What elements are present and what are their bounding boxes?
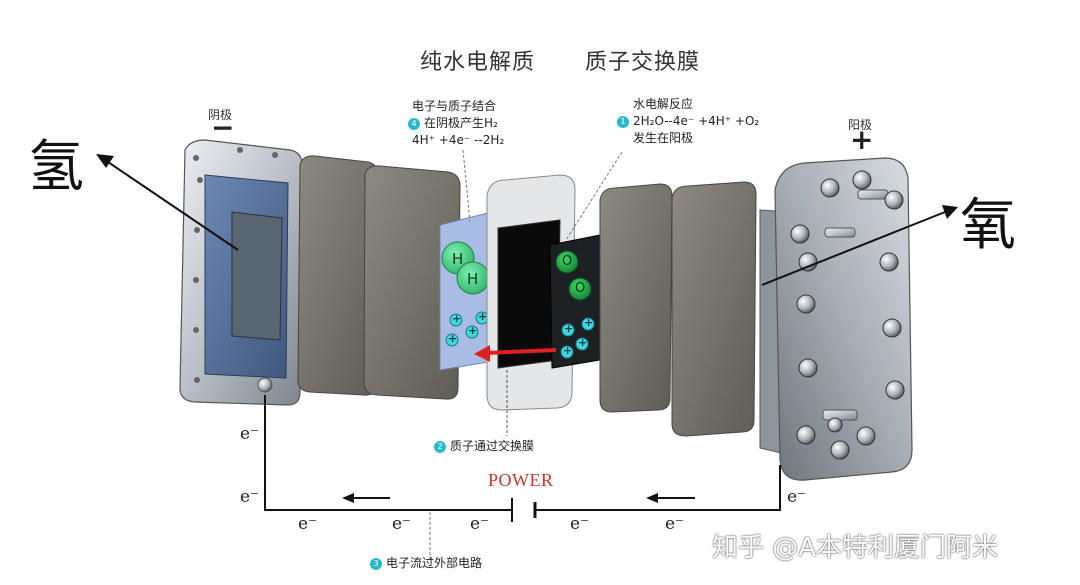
- cathode-protons: [445, 311, 489, 347]
- watermark: 知乎 @A本特利厦门阿米: [712, 533, 999, 563]
- circuit-note-text: 电子流过外部电路: [386, 556, 483, 570]
- anode-flow-plate: [671, 181, 757, 437]
- cathode-sign: −: [211, 111, 235, 144]
- oxygen-atom-2-label: O: [575, 281, 586, 296]
- anode-note-title: 水电解反应: [633, 97, 694, 111]
- step-4-badge: 4: [408, 117, 420, 130]
- electron-label: e⁻: [298, 514, 318, 534]
- circuit-note: 3 电子流过外部电路: [370, 555, 482, 572]
- oxygen-atoms: [555, 250, 592, 301]
- hydrogen-molecule: [441, 241, 490, 295]
- proton-plus-label: +: [578, 336, 588, 349]
- anode-note-leader-line: [565, 151, 623, 241]
- oxygen-output-arrow: [761, 205, 958, 286]
- electron-label: e⁻: [470, 514, 490, 534]
- proton-plus-label: +: [452, 312, 462, 325]
- anode-end-plate: [759, 157, 913, 481]
- electron-label: e⁻: [240, 487, 260, 507]
- proton-plus-label: +: [448, 332, 458, 345]
- oxygen-label: 氧: [960, 193, 1016, 258]
- anode-label: 阳极: [848, 118, 873, 132]
- electron-label: e⁻: [240, 424, 260, 444]
- oxygen-atom-1-label: O: [562, 254, 573, 269]
- cathode-note: 电子与质子结合 4 在阴极产生H₂ 4H⁺ +4e⁻ --2H₂: [408, 98, 504, 149]
- proton-flow-arrow: [474, 345, 557, 362]
- step-3-badge: 3: [370, 557, 382, 570]
- hydrogen-output-arrow: [96, 154, 239, 251]
- cathode-note-leader-line: [462, 149, 471, 223]
- cathode-label: 阴极: [208, 108, 233, 122]
- electron-label: e⁻: [787, 487, 807, 507]
- hydrogen-atom-1-label: H: [452, 250, 464, 268]
- cathode-end-plate: [179, 139, 303, 406]
- proton-plus-label: +: [478, 310, 488, 323]
- anode-note: 水电解反应 1 2H₂O--4e⁻ +4H⁺ +O₂ 发生在阳极: [617, 96, 759, 147]
- proton-plus-label: +: [563, 344, 573, 357]
- cathode-flow-plate: [363, 165, 461, 400]
- membrane-title: 质子交换膜: [585, 50, 701, 75]
- anode-sign: +: [850, 123, 874, 156]
- electrolyte-title: 纯水电解质: [420, 50, 536, 75]
- power-label: POWER: [488, 470, 554, 490]
- electron-label: e⁻: [392, 514, 412, 534]
- cathode-note-line1: 电子与质子结合: [412, 99, 497, 113]
- anode-note-line3: 发生在阳极: [633, 131, 694, 145]
- proton-plus-label: +: [584, 316, 594, 329]
- cathode-note-line2: 在阴极产生H₂: [424, 116, 498, 130]
- membrane-note-text: 质子通过交换膜: [450, 439, 535, 453]
- membrane-note: 2 质子通过交换膜: [434, 438, 534, 455]
- cathode-equation: 4H⁺ +4e⁻ --2H₂: [412, 133, 505, 147]
- external-circuit: [264, 395, 781, 522]
- anode-equation: 2H₂O--4e⁻ +4H⁺ +O₂: [633, 114, 760, 128]
- anode-bolts: [790, 170, 905, 460]
- hydrogen-label: 氢: [28, 135, 84, 200]
- proton-plus-label: +: [564, 322, 574, 335]
- step-1-badge: 1: [617, 115, 629, 128]
- anode-protons: [560, 317, 595, 359]
- electron-label: e⁻: [665, 514, 685, 534]
- hydrogen-atom-2-label: H: [467, 270, 479, 288]
- proton-plus-label: +: [468, 324, 478, 337]
- step-2-badge: 2: [434, 440, 446, 453]
- anode-gas-diffusion-layer: [599, 183, 673, 413]
- electron-label: e⁻: [570, 514, 590, 534]
